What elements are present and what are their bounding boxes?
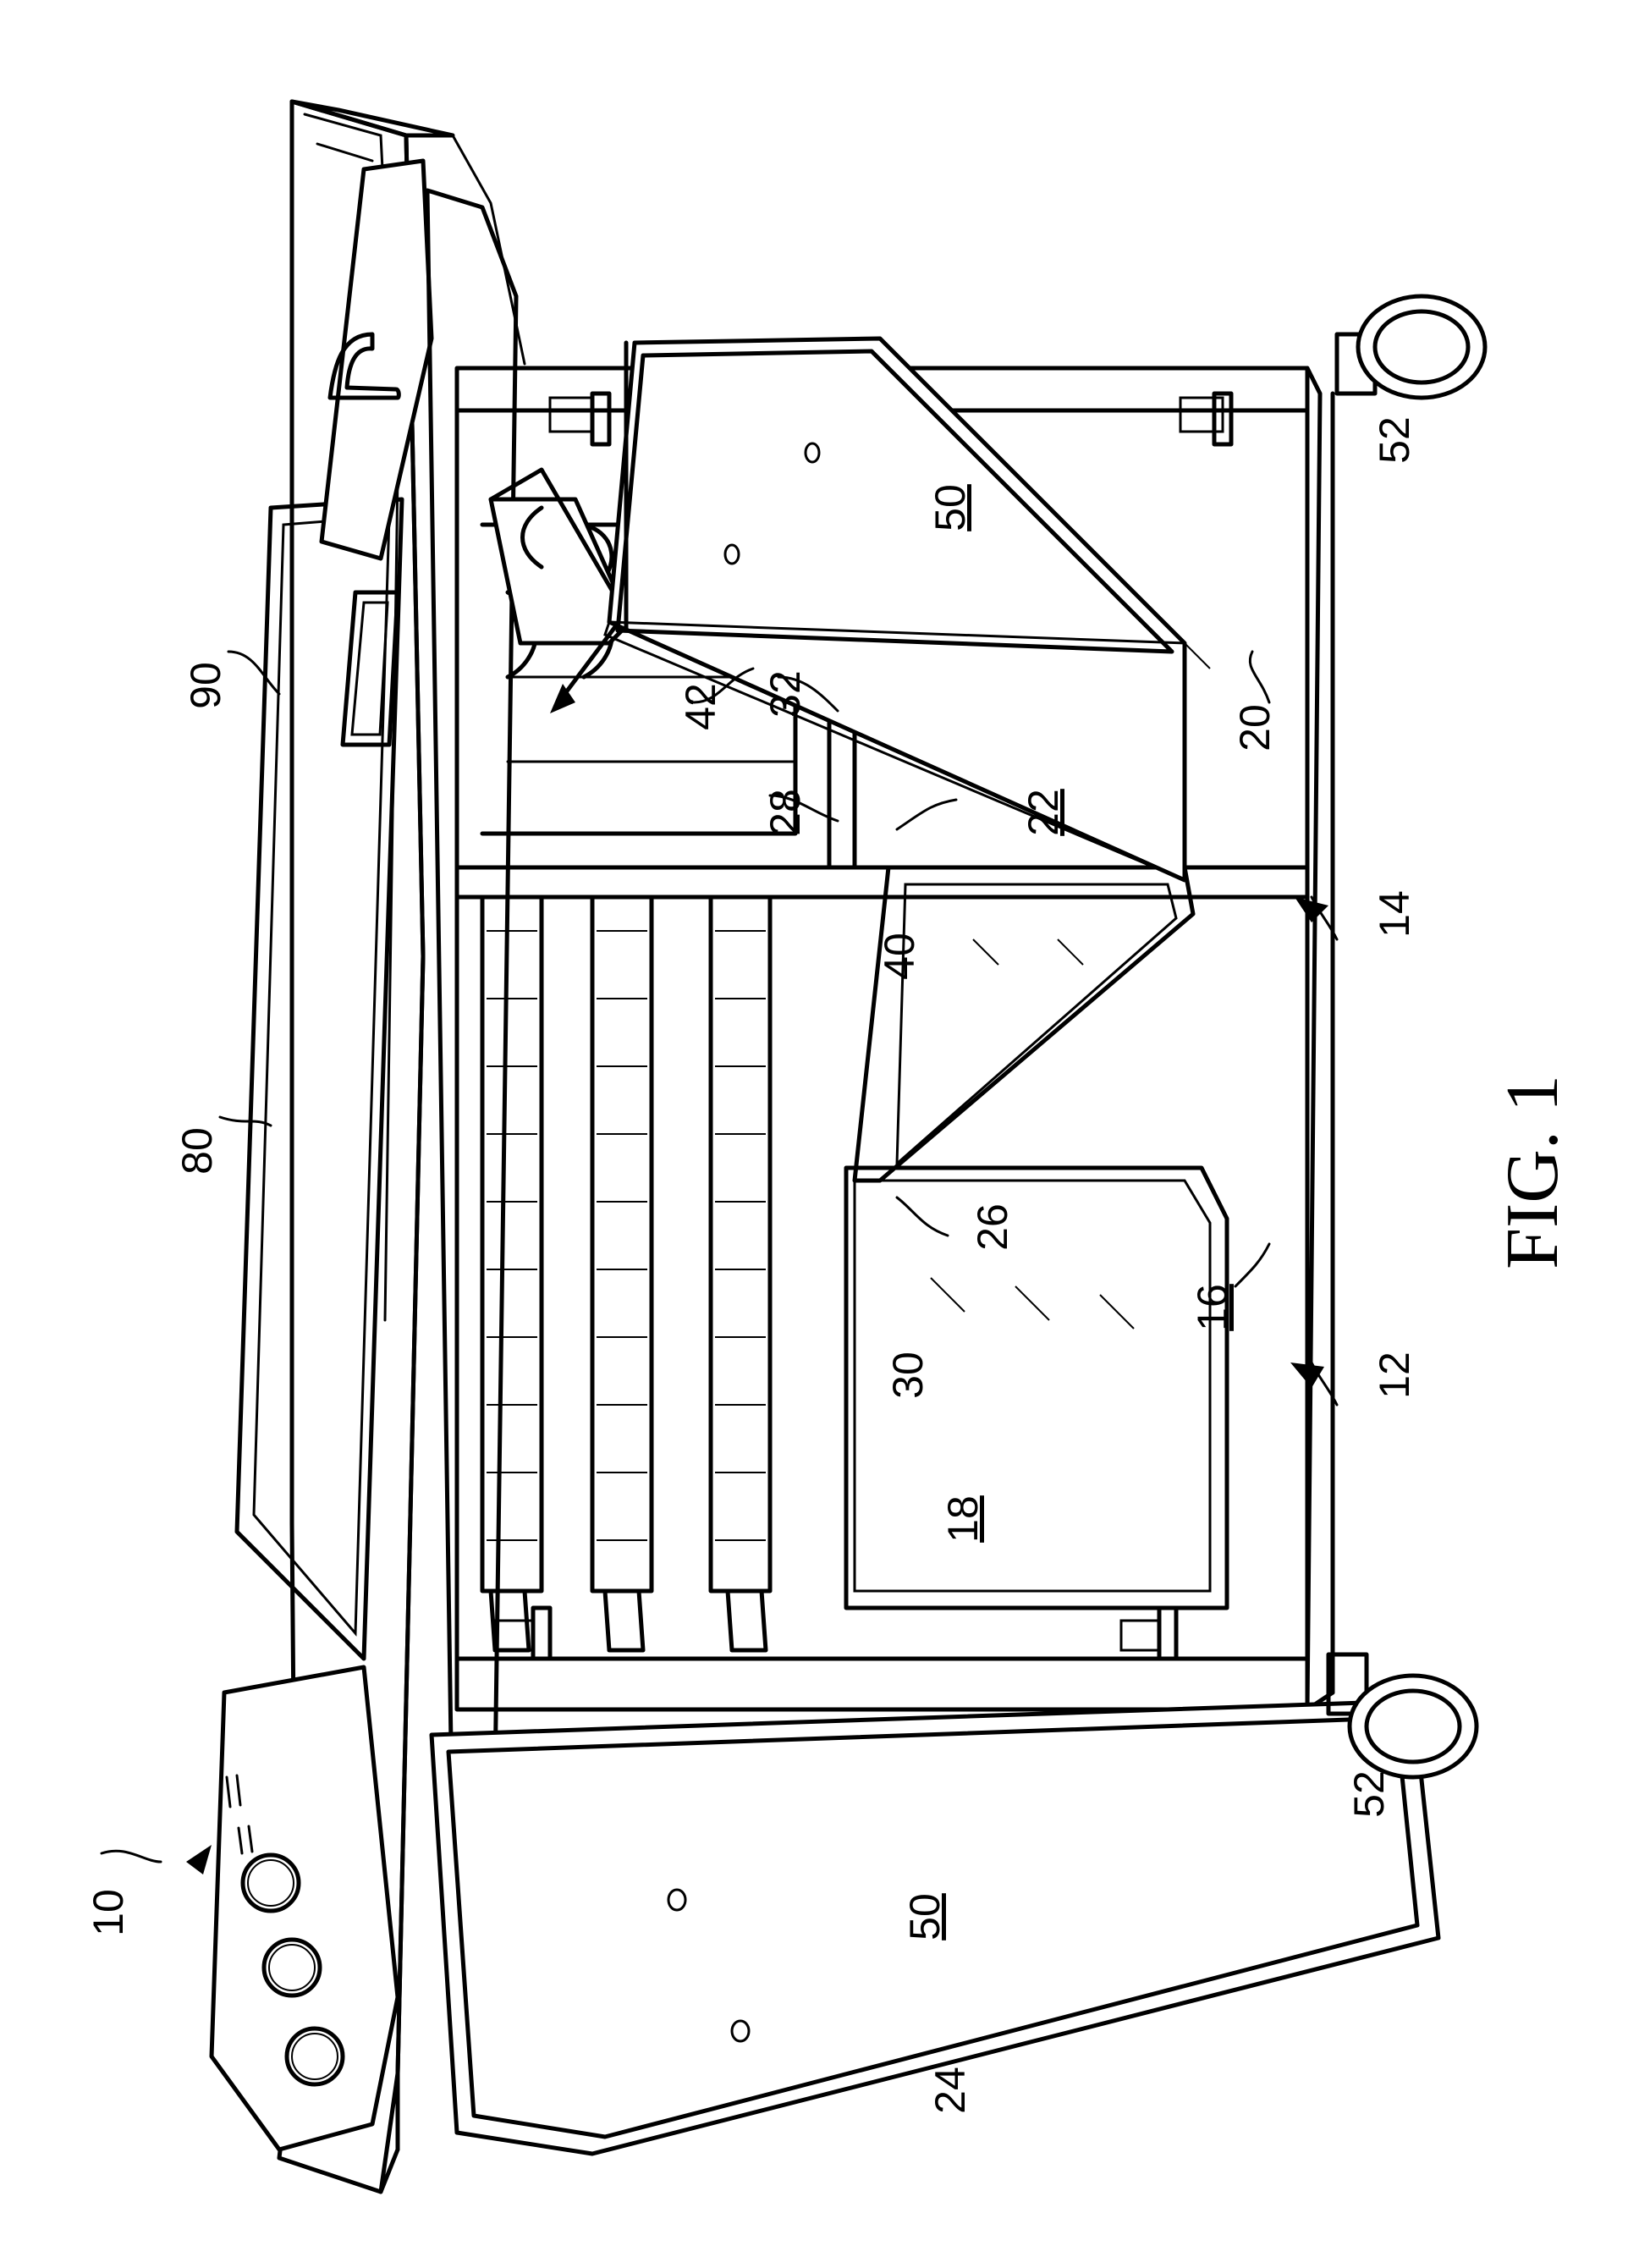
label-50-left: 50 — [901, 1893, 949, 1940]
wire-rack — [482, 897, 542, 1591]
label-40: 40 — [876, 933, 923, 980]
label-12: 12 — [1371, 1351, 1418, 1399]
label-14: 14 — [1371, 890, 1418, 938]
label-10: 10 — [85, 1889, 132, 1936]
label-52-right: 52 — [1371, 416, 1418, 464]
label-26: 26 — [969, 1203, 1016, 1251]
label-20: 20 — [1231, 704, 1279, 751]
figure-caption: FIG. 1 — [1492, 1075, 1574, 1269]
label-80: 80 — [173, 1127, 221, 1175]
label-24: 24 — [927, 2067, 974, 2114]
wire-racks — [482, 897, 833, 1650]
label-42: 42 — [677, 683, 724, 730]
label-32: 32 — [762, 670, 809, 718]
figure-caption-text: FIG. 1 — [1492, 1075, 1574, 1269]
countertop — [212, 102, 453, 2192]
label-18: 18 — [939, 1495, 987, 1543]
label-30: 30 — [884, 1351, 932, 1399]
wire-rack — [592, 897, 652, 1591]
label-50-right: 50 — [927, 484, 974, 531]
label-52-left: 52 — [1345, 1770, 1393, 1818]
right-door — [605, 339, 1185, 880]
wire-rack — [711, 897, 770, 1591]
label-28: 28 — [762, 789, 809, 836]
label-16: 16 — [1189, 1284, 1236, 1331]
caster-right — [1337, 296, 1485, 398]
label-90: 90 — [182, 662, 229, 709]
label-22: 22 — [1020, 789, 1067, 836]
